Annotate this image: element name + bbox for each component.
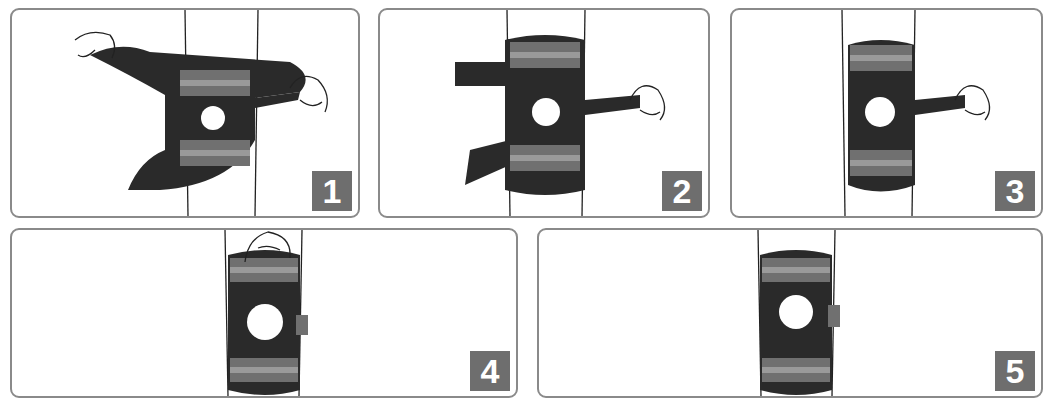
step-panel: 2 <box>378 8 710 218</box>
step-number: 1 <box>312 171 352 211</box>
step-number: 3 <box>995 171 1035 211</box>
step-panel: 3 <box>730 8 1043 218</box>
step-panel: 1 <box>10 8 360 218</box>
step-panel: 4 <box>10 228 518 398</box>
step-number: 2 <box>662 171 702 211</box>
step-number: 5 <box>995 351 1035 391</box>
step-number: 4 <box>470 351 510 391</box>
step-panel: 5 <box>537 228 1043 398</box>
